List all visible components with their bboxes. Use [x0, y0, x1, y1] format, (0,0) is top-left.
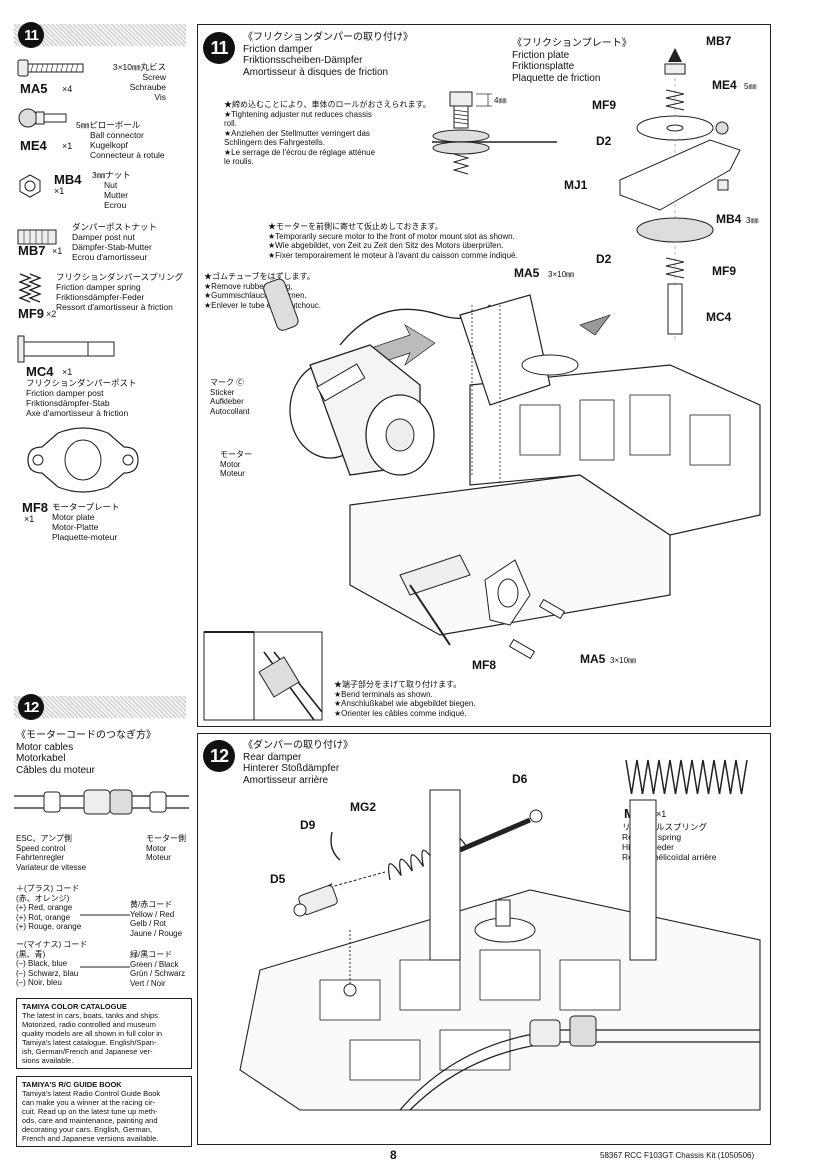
color-catalogue-box: TAMIYA COLOR CATALOGUE The latest in car…: [16, 998, 192, 1069]
ball-connector-icon: [18, 108, 67, 128]
label-mb4-size: 3㎜: [746, 216, 759, 225]
part-qty-mf8: ×1: [24, 514, 35, 524]
minus-cable-label: ー(マイナス) コード(黒、青)(–) Black, blue(–) Schwa…: [16, 940, 88, 987]
friction-plate-exploded-view: [619, 48, 741, 340]
label-ma5-top-size: 3×10㎜: [548, 270, 575, 279]
part-code-mf8: MF8: [22, 500, 48, 515]
step12-panel-badge: 12: [203, 740, 235, 772]
tightening-note: ★締め込むことにより、車体のロールがおさえられます。★Tightening ad…: [224, 100, 431, 166]
motor-position-note: ★モーターを前側に寄せて仮止めしておきます。★Temporarily secur…: [268, 222, 518, 260]
part-qty-mb4: ×1: [54, 186, 65, 196]
label-d2-bottom: D2: [596, 252, 612, 266]
plus-connector-line: [80, 914, 130, 916]
guide-book-box: TAMIYA'S R/C GUIDE BOOK Tamiya's latest …: [16, 1076, 192, 1147]
friction-damper-detail-drawing: [432, 91, 557, 175]
step11-panel: [197, 24, 771, 727]
part-code-mc4: MC4: [26, 364, 54, 379]
rear-damper-assembly-drawing: [239, 789, 761, 1111]
step11-panel-badge: 11: [203, 32, 235, 64]
part-code-mb7: MB7: [18, 243, 46, 258]
damper-post-nut-icon: [17, 229, 57, 245]
label-ma5-top: MA5: [514, 266, 540, 280]
part-qty-mg2: ×1: [656, 809, 667, 819]
label-mb7: MB7: [706, 34, 732, 48]
part-qty-ma5: ×4: [62, 84, 73, 94]
label-mf8: MF8: [472, 658, 496, 672]
minus-connector-line: [80, 966, 130, 968]
step11-number-badge: 11: [18, 22, 44, 48]
part-code-me4: ME4: [20, 138, 47, 153]
label-d5: D5: [270, 872, 286, 886]
label-ma5-bottom-size: 3×10㎜: [610, 656, 637, 665]
motor-plate-icon: [27, 427, 139, 493]
label-ma5-bottom: MA5: [580, 652, 606, 666]
part-code-mb4: MB4: [54, 172, 82, 187]
label-me4-size: 5㎜: [744, 82, 757, 91]
step12-panel: [197, 733, 771, 1145]
terminal-note: ★端子部分をまげて取り付けます。★Bend terminals as shown…: [334, 680, 476, 718]
spring-icon: [18, 273, 42, 303]
part-code-ma5: MA5: [20, 81, 48, 96]
label-mb4: MB4: [716, 212, 742, 226]
label-d6: D6: [512, 772, 528, 786]
part-qty-mc4: ×1: [62, 367, 73, 377]
label-d2-top: D2: [596, 134, 612, 148]
motor-cable-connector-drawing: [14, 789, 189, 815]
plus-cable-label: ＋(プラス) コード(赤、オレンジ)(+) Red, orange(+) Rot…: [16, 884, 82, 931]
label-d9: D9: [300, 818, 316, 832]
label-mc4: MC4: [706, 310, 732, 324]
label-mg2: MG2: [350, 800, 377, 814]
rubber-tube-note: ★ゴムチューブをはずします。★Remove rubber tubing.★Gum…: [204, 272, 322, 310]
dimension-label: 4㎜: [494, 96, 507, 105]
rear-coil-spring-icon: [625, 759, 748, 795]
step12-number-badge: 12: [18, 694, 44, 720]
part-code-mf9: MF9: [18, 306, 44, 321]
step11-parts-header-band: [14, 24, 186, 46]
damper-post-icon: [17, 335, 115, 363]
label-me4: ME4: [712, 78, 737, 92]
label-mj1: MJ1: [564, 178, 588, 192]
label-mf9-bottom: MF9: [712, 264, 736, 278]
screw-icon: [17, 59, 84, 77]
kit-code: 58367 RCC F103GT Chassis Kit (1050506): [600, 1151, 755, 1160]
part-qty-mb7: ×1: [52, 246, 63, 256]
motor-assembly-drawing: [263, 278, 761, 660]
label-mf9-top: MF9: [592, 98, 616, 112]
part-qty-mf9: ×2: [46, 309, 57, 319]
nut-icon: [19, 174, 41, 198]
step12-parts-header-band: [14, 696, 186, 718]
terminal-bend-detail: [203, 631, 323, 721]
part-qty-me4: ×1: [62, 141, 73, 151]
page-number: 8: [390, 1148, 397, 1162]
